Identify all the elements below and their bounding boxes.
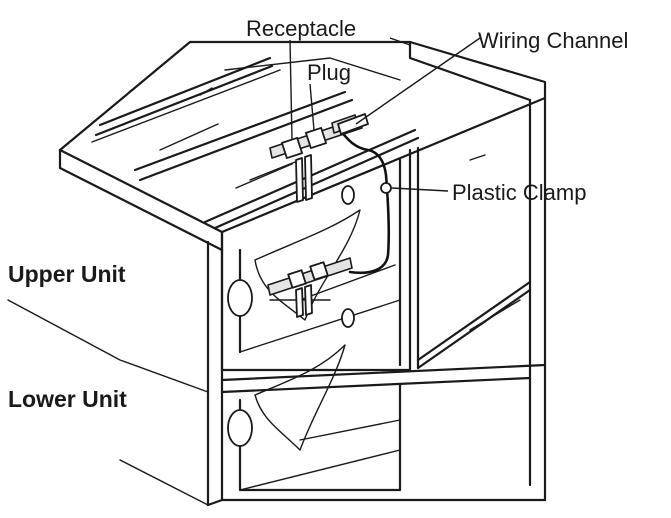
label-lower-unit: Lower Unit bbox=[8, 386, 127, 412]
leader-lines bbox=[289, 37, 481, 192]
label-receptacle: Receptacle bbox=[246, 16, 356, 41]
label-plastic-clamp: Plastic Clamp bbox=[452, 180, 586, 205]
label-upper-unit: Upper Unit bbox=[8, 261, 126, 287]
label-plug: Plug bbox=[307, 60, 351, 85]
lower-connector bbox=[267, 257, 353, 318]
blower-ovals bbox=[227, 185, 355, 447]
wiring-channel bbox=[337, 113, 369, 135]
lower-interior bbox=[220, 363, 547, 492]
label-wiring-channel: Wiring Channel bbox=[478, 28, 628, 53]
upper-interior bbox=[220, 146, 532, 372]
wiring bbox=[338, 128, 392, 275]
